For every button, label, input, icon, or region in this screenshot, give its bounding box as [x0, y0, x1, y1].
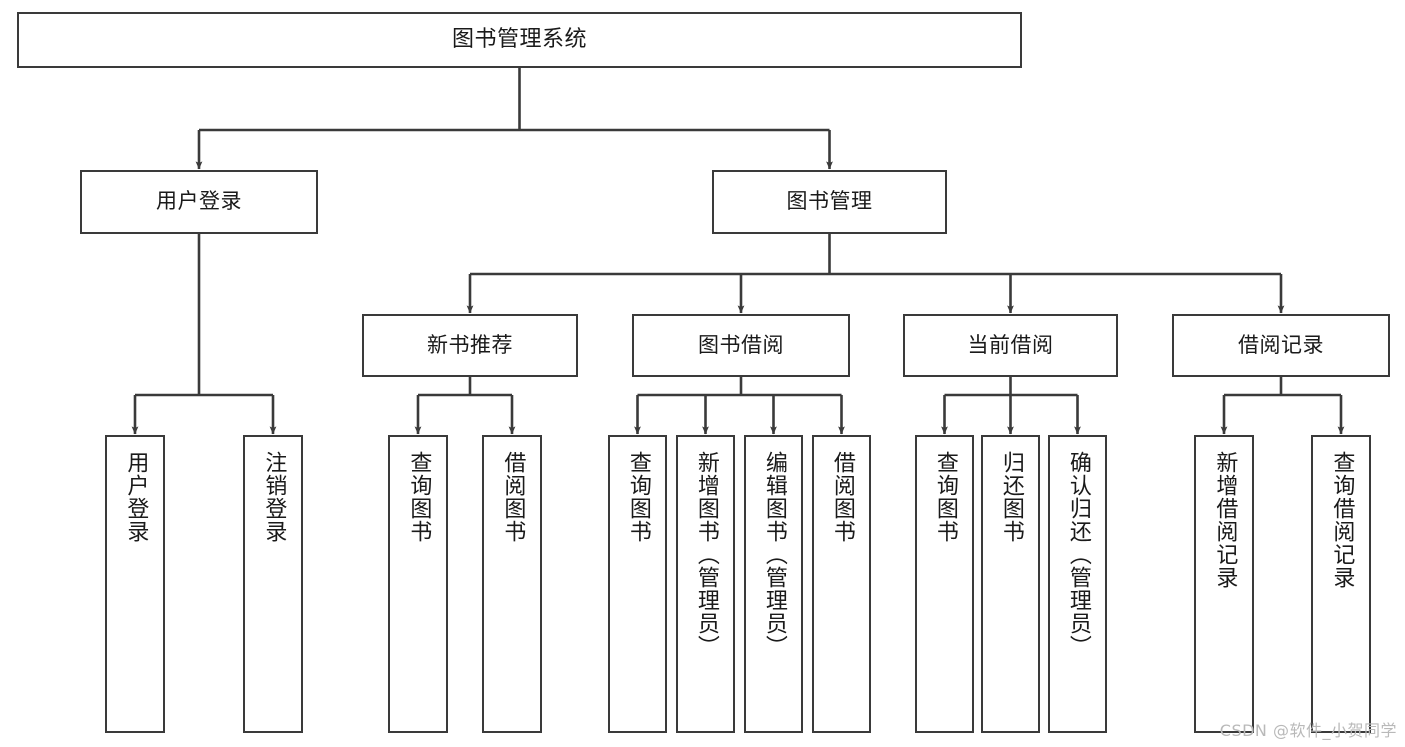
node-label: 注销登录: [261, 451, 287, 543]
node-leaf-borrow-book-2: 借阅图书: [812, 435, 871, 733]
node-label: 新书推荐: [427, 332, 513, 357]
node-label: 借阅记录: [1238, 332, 1324, 357]
node-leaf-edit-book: 编辑图书（管理员）: [744, 435, 803, 733]
node-book-borrow: 图书借阅: [632, 314, 850, 377]
watermark-label: CSDN @软件_小贺同学: [1219, 721, 1397, 740]
node-label: 用户登录: [123, 451, 149, 543]
node-book-manage: 图书管理: [712, 170, 947, 234]
node-new-book-rec: 新书推荐: [362, 314, 578, 377]
node-label: 图书管理: [786, 189, 873, 214]
node-leaf-query-book-1: 查询图书: [388, 435, 448, 733]
node-leaf-add-record: 新增借阅记录: [1194, 435, 1254, 733]
node-label: 图书借阅: [698, 332, 784, 357]
node-user-login: 用户登录: [80, 170, 318, 234]
node-label: 用户登录: [156, 189, 242, 214]
node-label: 当前借阅: [967, 332, 1054, 357]
node-label: 借阅图书: [829, 451, 855, 543]
node-label: 新增借阅记录: [1212, 451, 1238, 589]
node-leaf-borrow-book-1: 借阅图书: [482, 435, 542, 733]
node-leaf-return-book: 归还图书: [981, 435, 1040, 733]
node-current-borrow: 当前借阅: [903, 314, 1118, 377]
node-label: 查询借阅记录: [1329, 451, 1355, 589]
node-root: 图书管理系统: [17, 12, 1022, 68]
node-leaf-confirm-return: 确认归还（管理员）: [1048, 435, 1107, 733]
node-borrow-record: 借阅记录: [1172, 314, 1390, 377]
node-label: 归还图书: [998, 451, 1024, 543]
node-leaf-query-record: 查询借阅记录: [1311, 435, 1371, 733]
node-leaf-query-book-3: 查询图书: [915, 435, 974, 733]
node-label: 新增图书（管理员）: [693, 451, 719, 658]
node-label: 编辑图书（管理员）: [761, 451, 787, 658]
node-label: 查询图书: [932, 451, 958, 543]
node-leaf-add-book: 新增图书（管理员）: [676, 435, 735, 733]
node-label: 查询图书: [406, 451, 432, 543]
node-label: 确认归还（管理员）: [1065, 451, 1091, 658]
node-leaf-query-book-2: 查询图书: [608, 435, 667, 733]
node-label: 借阅图书: [500, 451, 526, 543]
node-label: 查询图书: [625, 451, 651, 543]
node-leaf-user-logout: 注销登录: [243, 435, 303, 733]
node-leaf-user-login: 用户登录: [105, 435, 165, 733]
node-label: 图书管理系统: [451, 26, 587, 52]
